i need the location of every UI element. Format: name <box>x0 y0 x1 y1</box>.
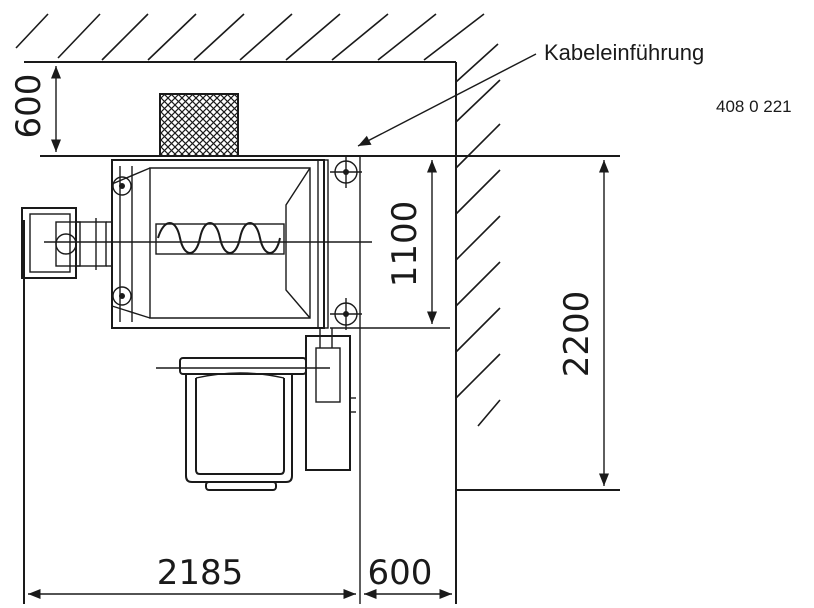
total-depth-label: 2200 <box>557 291 597 378</box>
machine-depth-label: 1100 <box>385 201 425 288</box>
top-wall-hatching <box>15 13 501 123</box>
side-clearance-label: 600 <box>368 553 433 593</box>
machine-body <box>44 159 372 329</box>
top-clearance-label: 600 <box>9 74 49 139</box>
control-cabinet <box>305 328 356 471</box>
collection-bin <box>156 357 330 491</box>
dimension-side-clearance: 600 <box>364 553 452 600</box>
cable-entry-callout: Kabeleinführung <box>357 40 704 147</box>
filter-box <box>159 93 239 157</box>
drawing-number: 408 0 221 <box>716 97 792 116</box>
cable-entry-label: Kabeleinführung <box>544 40 704 65</box>
right-wall-hatching <box>455 123 501 427</box>
drive-motor <box>21 207 112 279</box>
mounting-feet <box>330 156 362 330</box>
dimension-machine-depth: 1100 <box>385 160 438 324</box>
dimension-total-depth: 2200 <box>557 160 610 486</box>
boundary-lines <box>23 61 620 604</box>
dimension-top-clearance: 600 <box>9 66 62 152</box>
dimension-total-width: 2185 <box>28 553 356 600</box>
total-width-label: 2185 <box>157 553 244 593</box>
